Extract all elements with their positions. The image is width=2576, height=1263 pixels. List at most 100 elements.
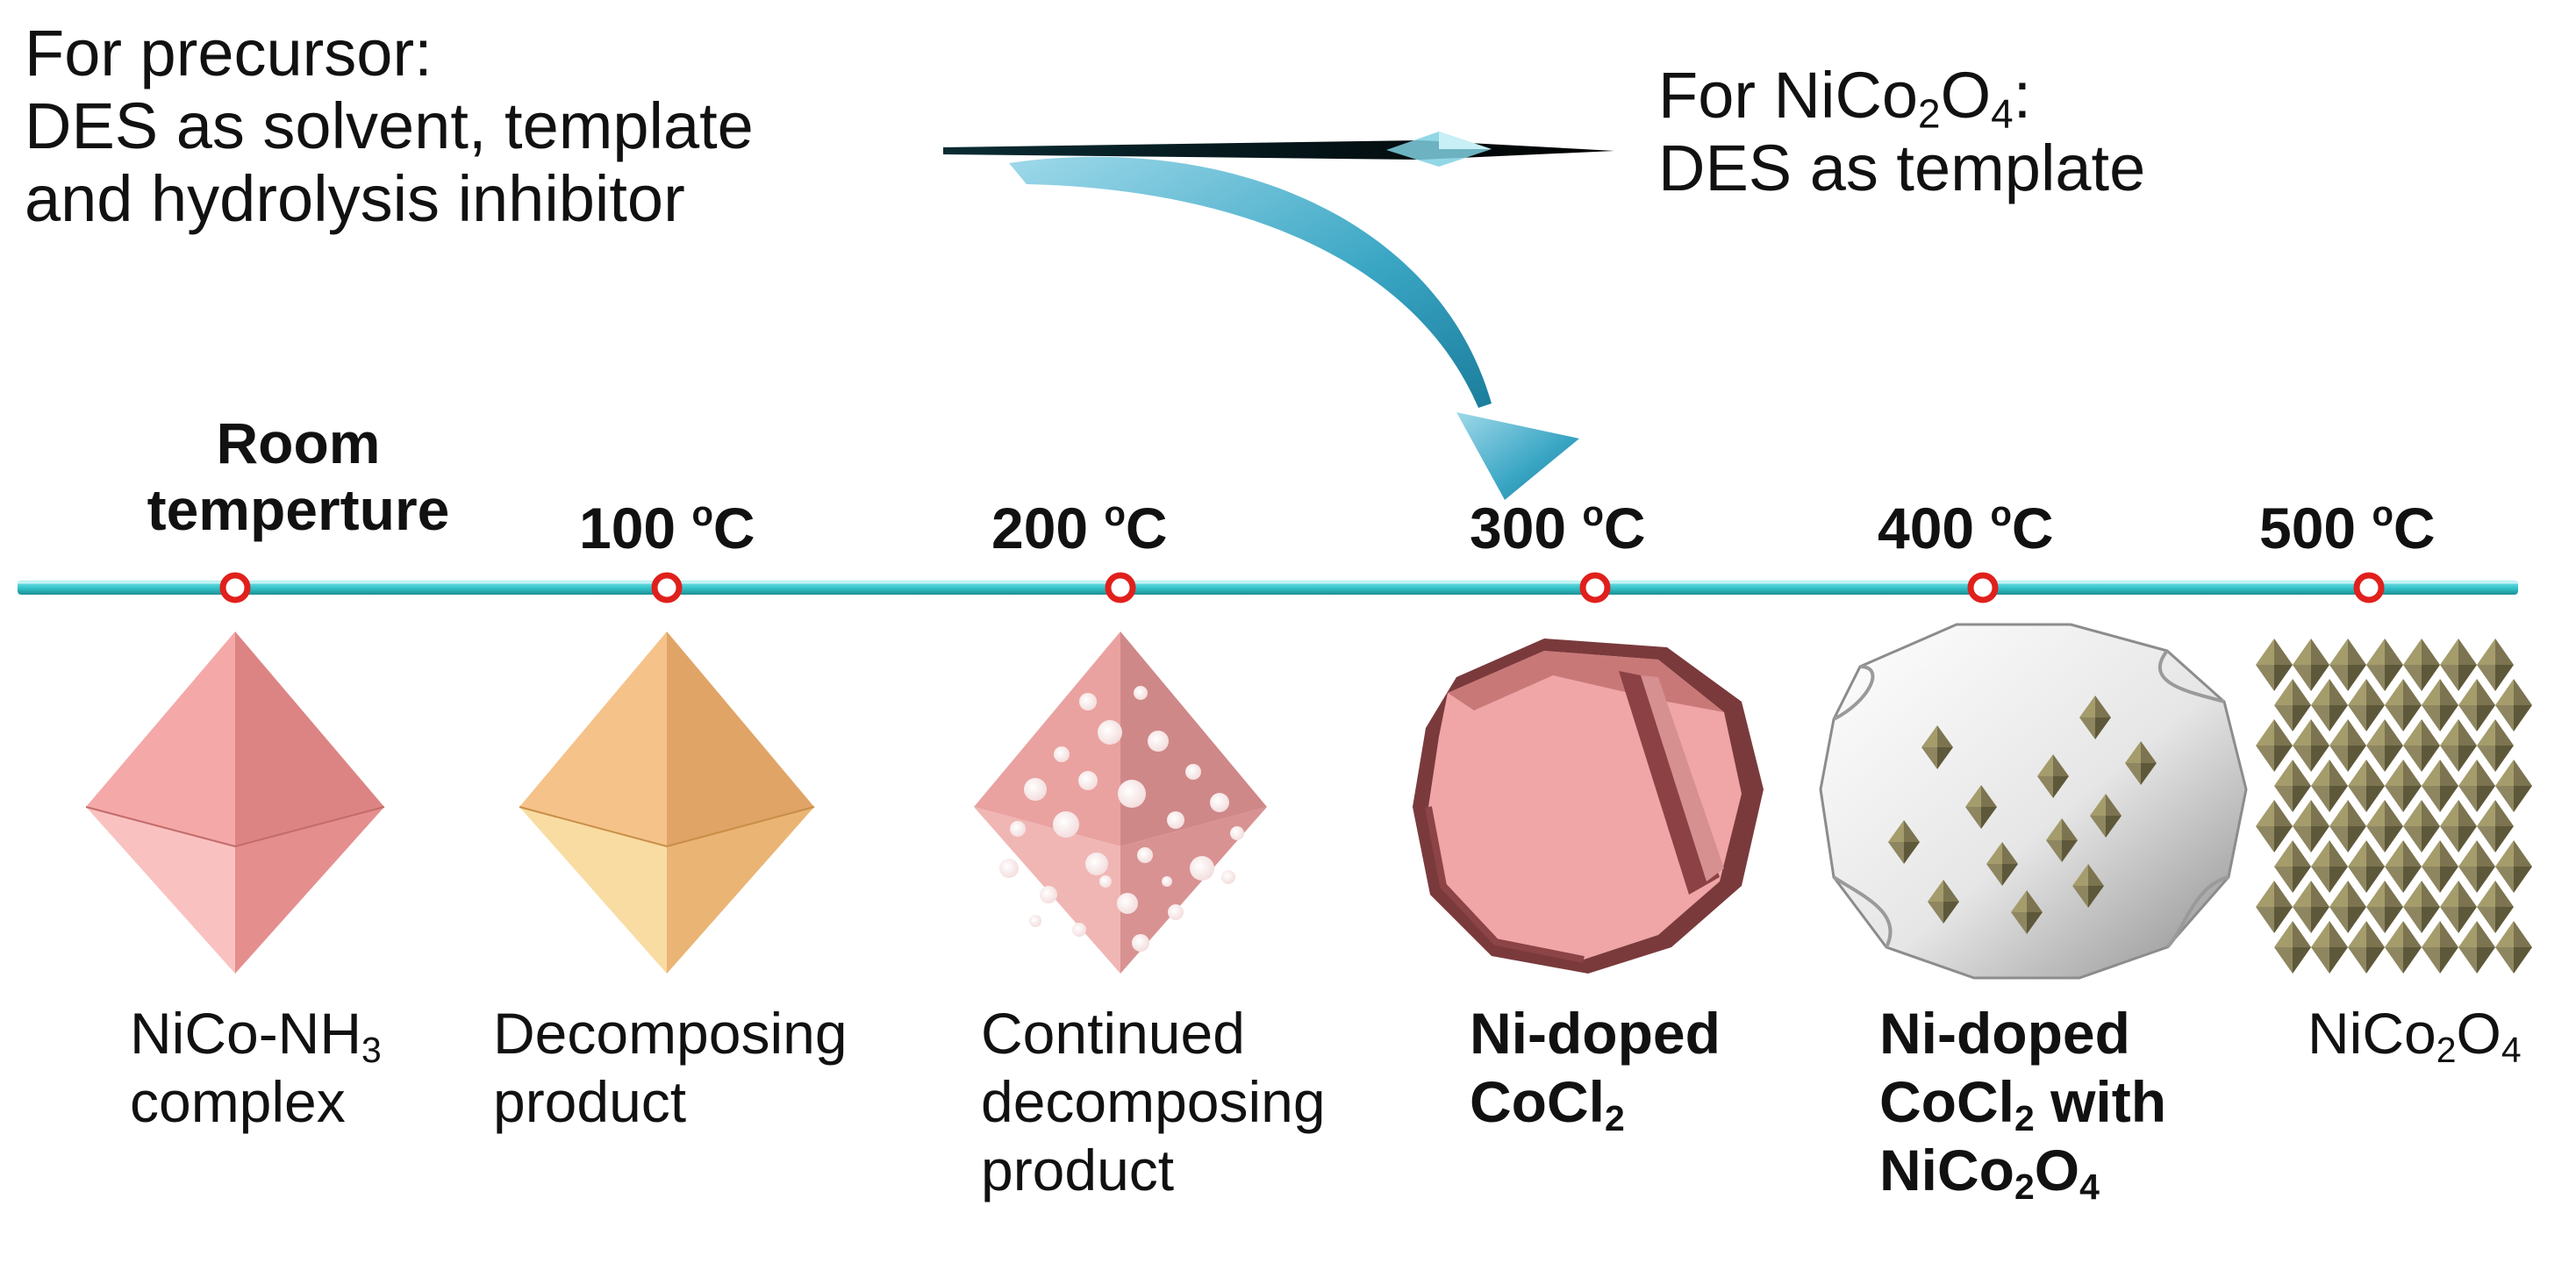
timeline-markers — [219, 572, 2385, 603]
pore — [1040, 886, 1057, 903]
label-ni-doped-cocl2-with-nico2o4: Ni-doped CoCl2 with NiCo2O4 — [1879, 1001, 2167, 1207]
nico2o4-crystal — [2458, 840, 2495, 893]
nico2o4-crystal — [2366, 881, 2403, 933]
nico2o4-particle — [2037, 754, 2069, 798]
nico2o4-crystal — [2477, 800, 2514, 853]
nico2o4-crystal — [2495, 840, 2532, 893]
pore — [1190, 856, 1214, 881]
nico2o4-crystal — [2495, 760, 2532, 812]
nico2o4-crystal — [2403, 800, 2440, 853]
nico2o4-crystal — [2256, 639, 2293, 691]
pore — [1168, 904, 1184, 920]
nico2o4-crystal — [2348, 760, 2385, 812]
nico2o4-particle — [2125, 741, 2157, 785]
temp-200c: 200 oC — [991, 495, 1168, 560]
precursor-note: For precursor: DES as solvent, template … — [25, 17, 754, 236]
nico2o4-crystal — [2440, 719, 2477, 772]
nico-nh3-complex-octahedron — [85, 632, 385, 974]
decomposing-product-octahedron — [519, 632, 815, 974]
nico2o4-particle — [1928, 880, 1959, 924]
nico2o4-crystal — [2385, 679, 2422, 731]
pore — [1072, 923, 1086, 937]
pore — [1230, 826, 1244, 840]
nico2o4-crystal — [2311, 760, 2348, 812]
pore — [1010, 821, 1026, 837]
nico2o4-crystal — [2366, 639, 2403, 691]
nico2o4-crystal — [2293, 881, 2329, 933]
nico2o4-crystal — [2477, 719, 2514, 772]
nico2o4-crystal — [2311, 840, 2348, 893]
nico2o4-crystal — [2311, 679, 2348, 731]
timeline-marker-2 — [651, 572, 683, 603]
timeline-marker-3 — [1105, 572, 1136, 603]
timeline-marker-5 — [1967, 572, 1999, 603]
temperature-timeline — [18, 581, 2518, 595]
temp-300c: 300 oC — [1470, 495, 1646, 560]
nico2o4-crystal — [2366, 800, 2403, 853]
nico2o4-crystal — [2348, 679, 2385, 731]
nico2o4-particles — [1888, 696, 2157, 934]
pore — [1024, 778, 1047, 801]
nico2o4-crystal — [2495, 679, 2532, 731]
pore — [1078, 771, 1098, 790]
pore — [1221, 870, 1235, 884]
nico2o4-crystal — [2329, 719, 2366, 772]
pore — [1118, 780, 1146, 808]
nico2o4-crystal — [2329, 639, 2366, 691]
nico2o4-crystal — [2458, 760, 2495, 812]
timeline-marker-6 — [2353, 572, 2385, 603]
nico2o4-crystal — [2403, 719, 2440, 772]
label-continued-decomposing: Continued decomposing product — [981, 1001, 1326, 1202]
nico2o4-note-line-2: DES as template — [1658, 131, 2146, 204]
des-precursor-arrow — [1009, 156, 1579, 500]
temp-100c: 100 oC — [579, 495, 755, 560]
pore — [1053, 811, 1079, 838]
pore — [1079, 693, 1097, 710]
nico2o4-crystal — [2293, 639, 2329, 691]
nico2o4-crystal — [2440, 639, 2477, 691]
pore — [1148, 731, 1169, 752]
nico2o4-crystal — [2256, 719, 2293, 772]
pores — [999, 686, 1244, 952]
nico2o4-crystal — [2422, 679, 2458, 731]
pore — [1210, 793, 1229, 812]
pore — [1132, 934, 1149, 952]
nico2o4-particle — [2046, 818, 2078, 862]
pore — [999, 859, 1019, 878]
nico2o4-crystal — [2329, 881, 2366, 933]
pore — [1099, 875, 1112, 888]
ni-doped-cocl2-crystal — [1413, 639, 1764, 974]
nico2o4-particle — [1921, 725, 1953, 769]
nico2o4-crystal — [2403, 639, 2440, 691]
nico2o4-crystal — [2495, 921, 2532, 974]
nico2o4-crystal — [2477, 881, 2514, 933]
nico2o4-crystal — [2440, 881, 2477, 933]
pore — [1134, 686, 1148, 700]
label-nico2o4: NiCo2O4 — [2308, 1001, 2522, 1071]
nico2o4-crystal — [2274, 679, 2311, 731]
pore — [1162, 876, 1172, 887]
nico2o4-crystal — [2329, 800, 2366, 853]
temp-400c: 400 oC — [1878, 495, 2054, 560]
timeline-marker-4 — [1579, 572, 1611, 603]
nico2o4-particle — [2072, 864, 2104, 908]
nico2o4-crystal — [2348, 840, 2385, 893]
cocl2-with-nico2o4-crystal — [1819, 623, 2248, 980]
precursor-note-line-3: and hydrolysis inhibitor — [25, 161, 685, 235]
nico2o4-crystal — [2422, 840, 2458, 893]
nico2o4-crystal — [2274, 840, 2311, 893]
des-template-arrow — [943, 132, 1614, 167]
pore — [1085, 853, 1108, 875]
nico2o4-note: For NiCo2O4: DES as template — [1658, 59, 2146, 205]
nico2o4-particle — [2011, 890, 2043, 934]
pore — [1098, 720, 1122, 745]
nico2o4-crystal — [2293, 800, 2329, 853]
nico2o4-crystal — [2385, 921, 2422, 974]
pore — [1185, 764, 1201, 780]
nico2o4-note-line-1: For NiCo2O4: — [1658, 59, 2032, 137]
nico2o4-crystal — [2403, 881, 2440, 933]
nico2o4-crystal — [2293, 719, 2329, 772]
nico2o4-particle — [2090, 794, 2122, 838]
nico2o4-crystal — [2477, 639, 2514, 691]
